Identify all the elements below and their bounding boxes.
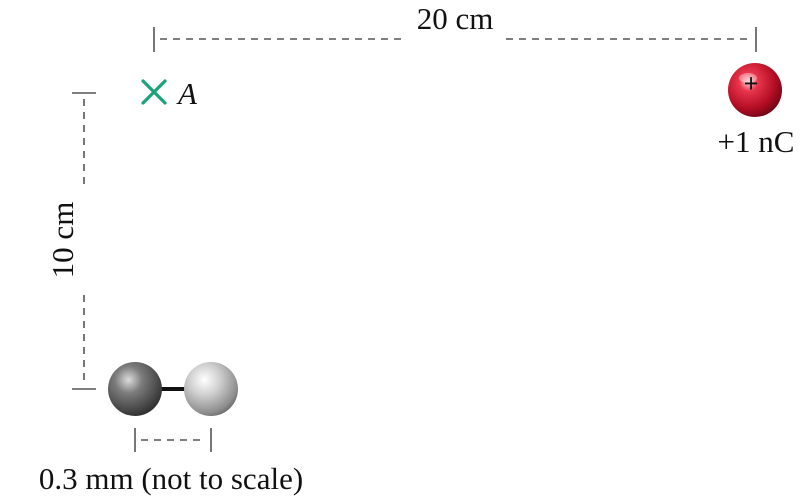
positive-charge: + +1 nC [718,63,795,159]
dipole-dimension: 0.3 mm (not to scale) [39,428,303,496]
horizontal-distance-label: 20 cm [417,1,494,36]
vertical-dimension: 10 cm [45,92,96,390]
dipole-icon [108,362,238,416]
positive-charge-icon [728,63,782,117]
point-a-label: A [176,76,198,111]
charge-value-label: +1 nC [718,124,795,159]
dipole-ball-left [108,362,162,416]
x-mark-icon [141,79,167,105]
dipole-ball-right [184,362,238,416]
dipole-separation-label: 0.3 mm (not to scale) [39,461,303,496]
point-a: A [141,76,198,111]
horizontal-dimension: 20 cm [153,1,757,52]
vertical-distance-label: 10 cm [45,202,80,279]
charge-sign: + [744,69,759,98]
